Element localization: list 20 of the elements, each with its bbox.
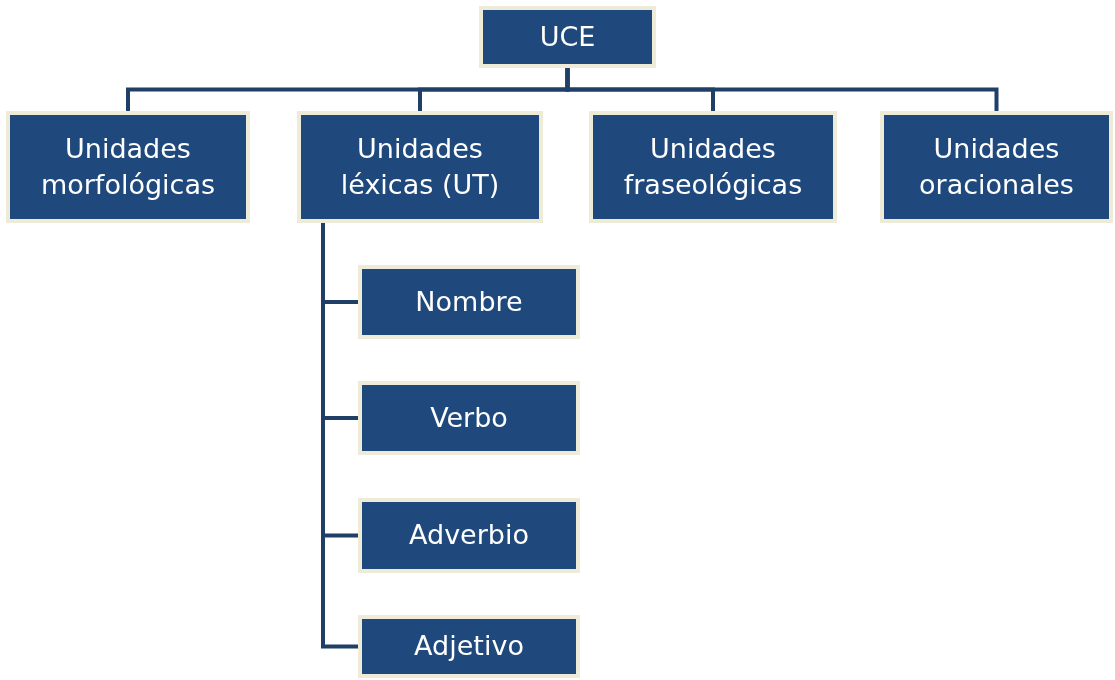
box-label: Unidades morfológicas [39, 131, 217, 202]
box-label: Unidades léxicas (UT) [339, 131, 501, 202]
box-label: Nombre [415, 284, 523, 319]
category-box [6, 111, 250, 223]
category-box [358, 265, 580, 339]
box-label: Unidades oracionales [918, 131, 1075, 202]
box-label: Adverbio [409, 518, 529, 553]
connector-line [321, 223, 358, 649]
box-label: Adjetivo [414, 629, 524, 664]
category-box [358, 498, 580, 573]
category-box [479, 6, 656, 68]
category-box [358, 615, 580, 678]
category-box [297, 111, 543, 223]
category-box [589, 111, 837, 223]
box-label: Unidades fraseológicas [622, 131, 804, 202]
box-label: UCE [539, 19, 596, 54]
connector-line [565, 68, 999, 111]
category-box [880, 111, 1113, 223]
box-label: Verbo [430, 400, 508, 435]
category-box [358, 381, 580, 455]
